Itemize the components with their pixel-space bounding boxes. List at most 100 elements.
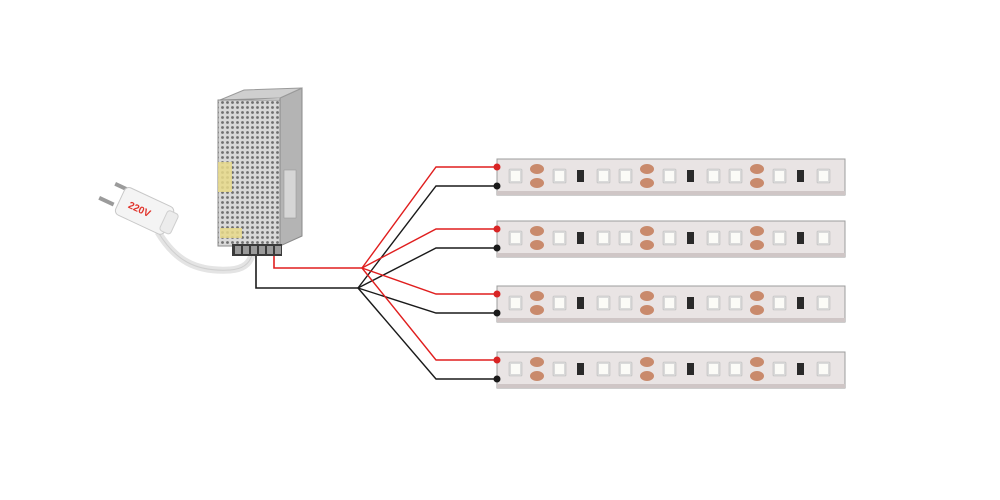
resistor xyxy=(530,371,544,381)
pad-positive xyxy=(493,163,501,171)
led-emitter xyxy=(621,171,630,181)
resistor xyxy=(530,305,544,315)
resistor xyxy=(530,164,544,174)
resistor-chip xyxy=(687,363,694,375)
trunk-wire-positive xyxy=(273,256,362,269)
strip-wire-positive xyxy=(361,166,494,269)
led-strip-icon xyxy=(493,220,846,258)
led-emitter xyxy=(775,364,784,374)
strip-wire-negative xyxy=(357,287,494,314)
resistor xyxy=(750,305,764,315)
pad-positive xyxy=(493,225,501,233)
resistor xyxy=(530,226,544,236)
wire-harness xyxy=(255,166,494,380)
resistor-chip xyxy=(797,297,804,309)
resistor xyxy=(640,164,654,174)
resistor-chip xyxy=(687,170,694,182)
strip-wire-negative xyxy=(357,287,494,380)
strip-edge xyxy=(497,318,845,322)
led-emitter xyxy=(709,298,718,308)
pad-negative xyxy=(493,182,501,190)
led-emitter xyxy=(511,233,520,243)
led-emitter xyxy=(775,233,784,243)
led-emitter xyxy=(511,364,520,374)
led-emitter xyxy=(555,364,564,374)
led-emitter xyxy=(599,171,608,181)
led-emitter xyxy=(709,233,718,243)
resistor xyxy=(640,178,654,188)
led-emitter xyxy=(819,233,828,243)
resistor-chip xyxy=(577,297,584,309)
strip-edge xyxy=(497,191,845,195)
power-supply-icon xyxy=(217,87,303,256)
pad-negative xyxy=(493,244,501,252)
led-emitter xyxy=(511,171,520,181)
led-emitter xyxy=(775,298,784,308)
resistor xyxy=(750,226,764,236)
resistor xyxy=(530,291,544,301)
led-emitter xyxy=(665,233,674,243)
led-emitter xyxy=(621,298,630,308)
led-emitter xyxy=(819,171,828,181)
psu-side xyxy=(279,87,303,247)
strip-wire-negative xyxy=(357,247,494,289)
led-emitter xyxy=(731,364,740,374)
psu-sticker xyxy=(220,228,242,238)
trunk-wire-negative xyxy=(255,256,358,289)
resistor xyxy=(640,357,654,367)
led-strip-icon xyxy=(493,285,846,323)
resistor xyxy=(640,226,654,236)
resistor xyxy=(750,240,764,250)
plug-prong xyxy=(98,196,115,207)
resistor-chip xyxy=(797,232,804,244)
resistor-chip xyxy=(797,170,804,182)
led-emitter xyxy=(731,171,740,181)
led-emitter xyxy=(665,364,674,374)
led-emitter xyxy=(819,298,828,308)
resistor xyxy=(750,178,764,188)
strip-edge xyxy=(497,253,845,257)
pad-negative xyxy=(493,375,501,383)
resistor-chip xyxy=(577,232,584,244)
resistor xyxy=(530,357,544,367)
resistor-chip xyxy=(687,232,694,244)
led-emitter xyxy=(599,364,608,374)
led-emitter xyxy=(555,233,564,243)
resistor-chip xyxy=(687,297,694,309)
resistor xyxy=(640,371,654,381)
led-strips xyxy=(493,158,846,389)
plug-icon: 220V xyxy=(98,182,256,274)
led-strip-icon xyxy=(493,158,846,196)
led-emitter xyxy=(819,364,828,374)
led-emitter xyxy=(511,298,520,308)
led-emitter xyxy=(621,233,630,243)
led-emitter xyxy=(709,171,718,181)
strip-wire-positive xyxy=(361,267,494,295)
led-emitter xyxy=(731,298,740,308)
resistor xyxy=(640,240,654,250)
resistor-chip xyxy=(797,363,804,375)
led-emitter xyxy=(599,298,608,308)
resistor xyxy=(750,371,764,381)
led-emitter xyxy=(621,364,630,374)
led-emitter xyxy=(555,298,564,308)
resistor xyxy=(640,291,654,301)
led-emitter xyxy=(731,233,740,243)
strip-wire-positive xyxy=(361,267,494,361)
resistor-chip xyxy=(577,170,584,182)
pad-positive xyxy=(493,290,501,298)
strip-wire-positive xyxy=(361,228,494,269)
resistor xyxy=(530,178,544,188)
led-emitter xyxy=(555,171,564,181)
strip-wire-negative xyxy=(357,185,494,289)
resistor xyxy=(530,240,544,250)
pad-positive xyxy=(493,356,501,364)
led-emitter xyxy=(599,233,608,243)
psu-top xyxy=(219,87,303,101)
led-emitter xyxy=(709,364,718,374)
led-emitter xyxy=(665,171,674,181)
resistor xyxy=(640,305,654,315)
resistor-chip xyxy=(577,363,584,375)
led-strip-icon xyxy=(493,351,846,389)
